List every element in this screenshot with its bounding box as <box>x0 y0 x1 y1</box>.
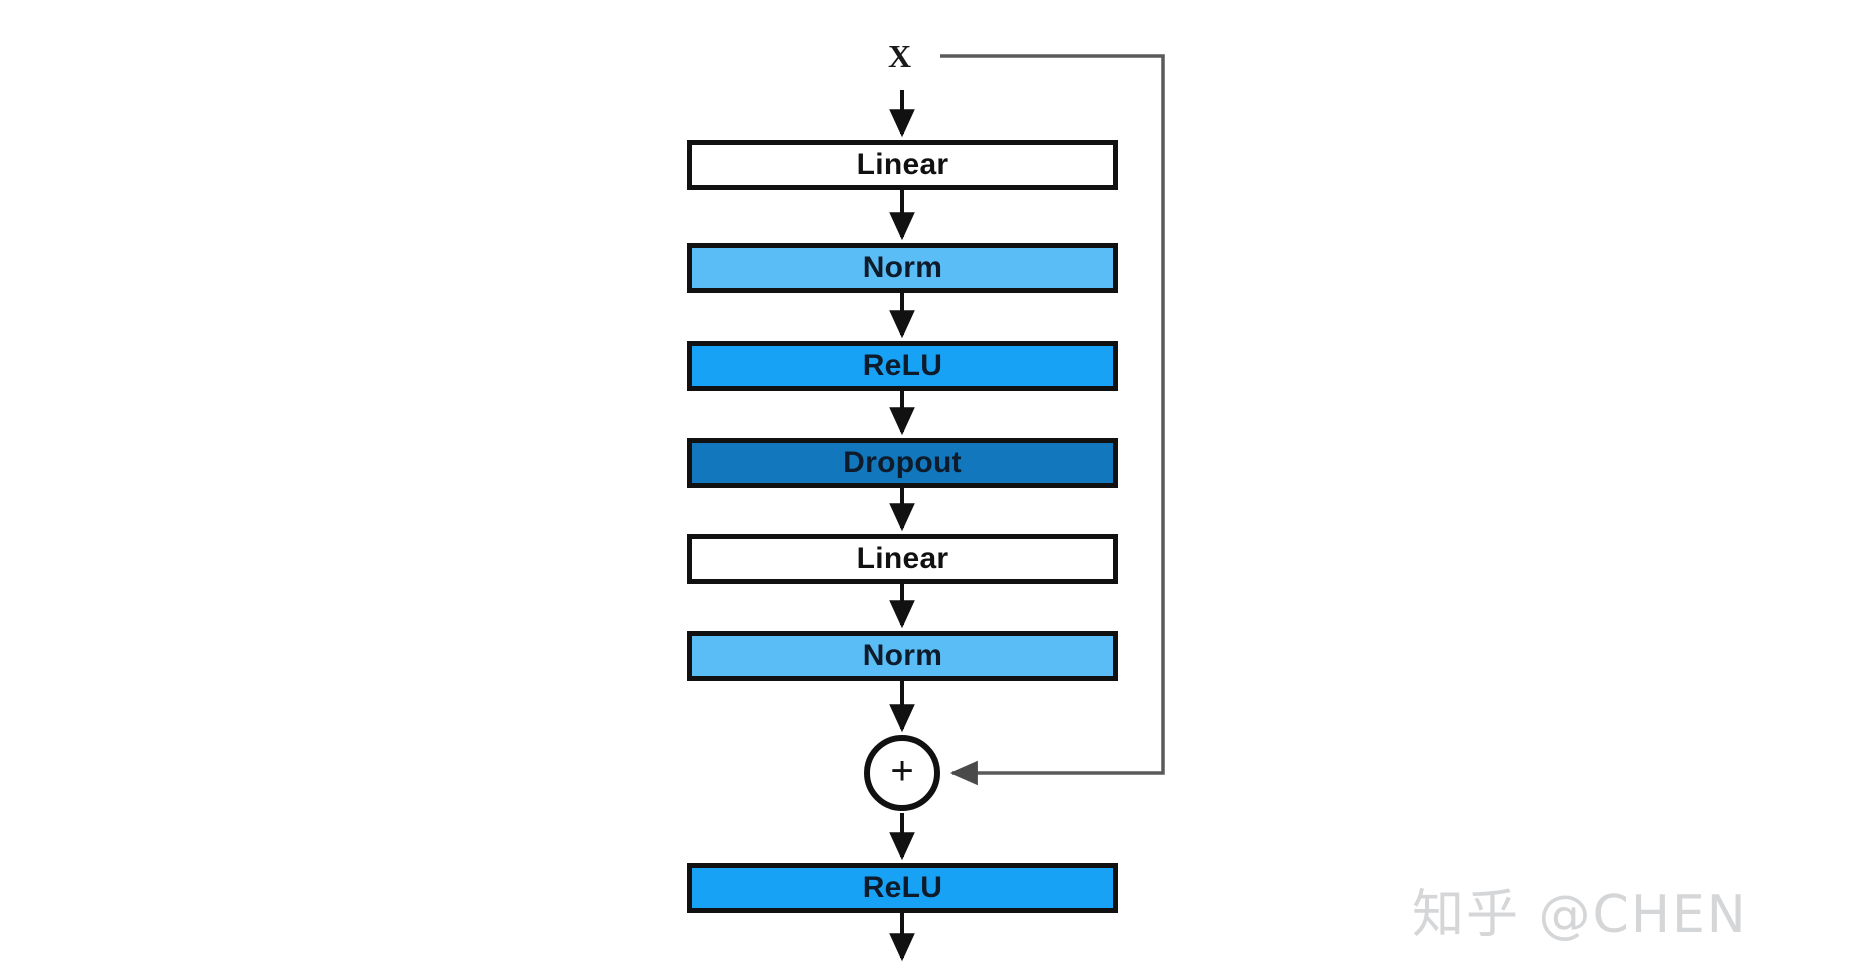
node-label-dropout-1: Dropout <box>843 446 962 479</box>
plus-icon: + <box>890 749 914 793</box>
input-label-x: X <box>888 38 912 74</box>
node-label-linear-1: Linear <box>856 148 949 181</box>
node-label-norm-1: Norm <box>862 251 943 284</box>
watermark: 知乎 @CHEN <box>1412 885 1748 945</box>
node-label-norm-2: Norm <box>862 639 943 672</box>
node-relu-1[interactable]: ReLU <box>687 341 1118 391</box>
skip-connection-path <box>940 54 1165 786</box>
node-label-relu-2: ReLU <box>862 871 943 904</box>
node-relu-2[interactable]: ReLU <box>687 863 1118 913</box>
add-operator-node[interactable]: + <box>864 735 940 811</box>
node-norm-1[interactable]: Norm <box>687 243 1118 293</box>
node-linear-2[interactable]: Linear <box>687 534 1118 584</box>
node-label-relu-1: ReLU <box>862 349 943 382</box>
node-dropout-1[interactable]: Dropout <box>687 438 1118 488</box>
node-linear-1[interactable]: Linear <box>687 140 1118 190</box>
node-norm-2[interactable]: Norm <box>687 631 1118 681</box>
node-label-linear-2: Linear <box>856 542 949 575</box>
